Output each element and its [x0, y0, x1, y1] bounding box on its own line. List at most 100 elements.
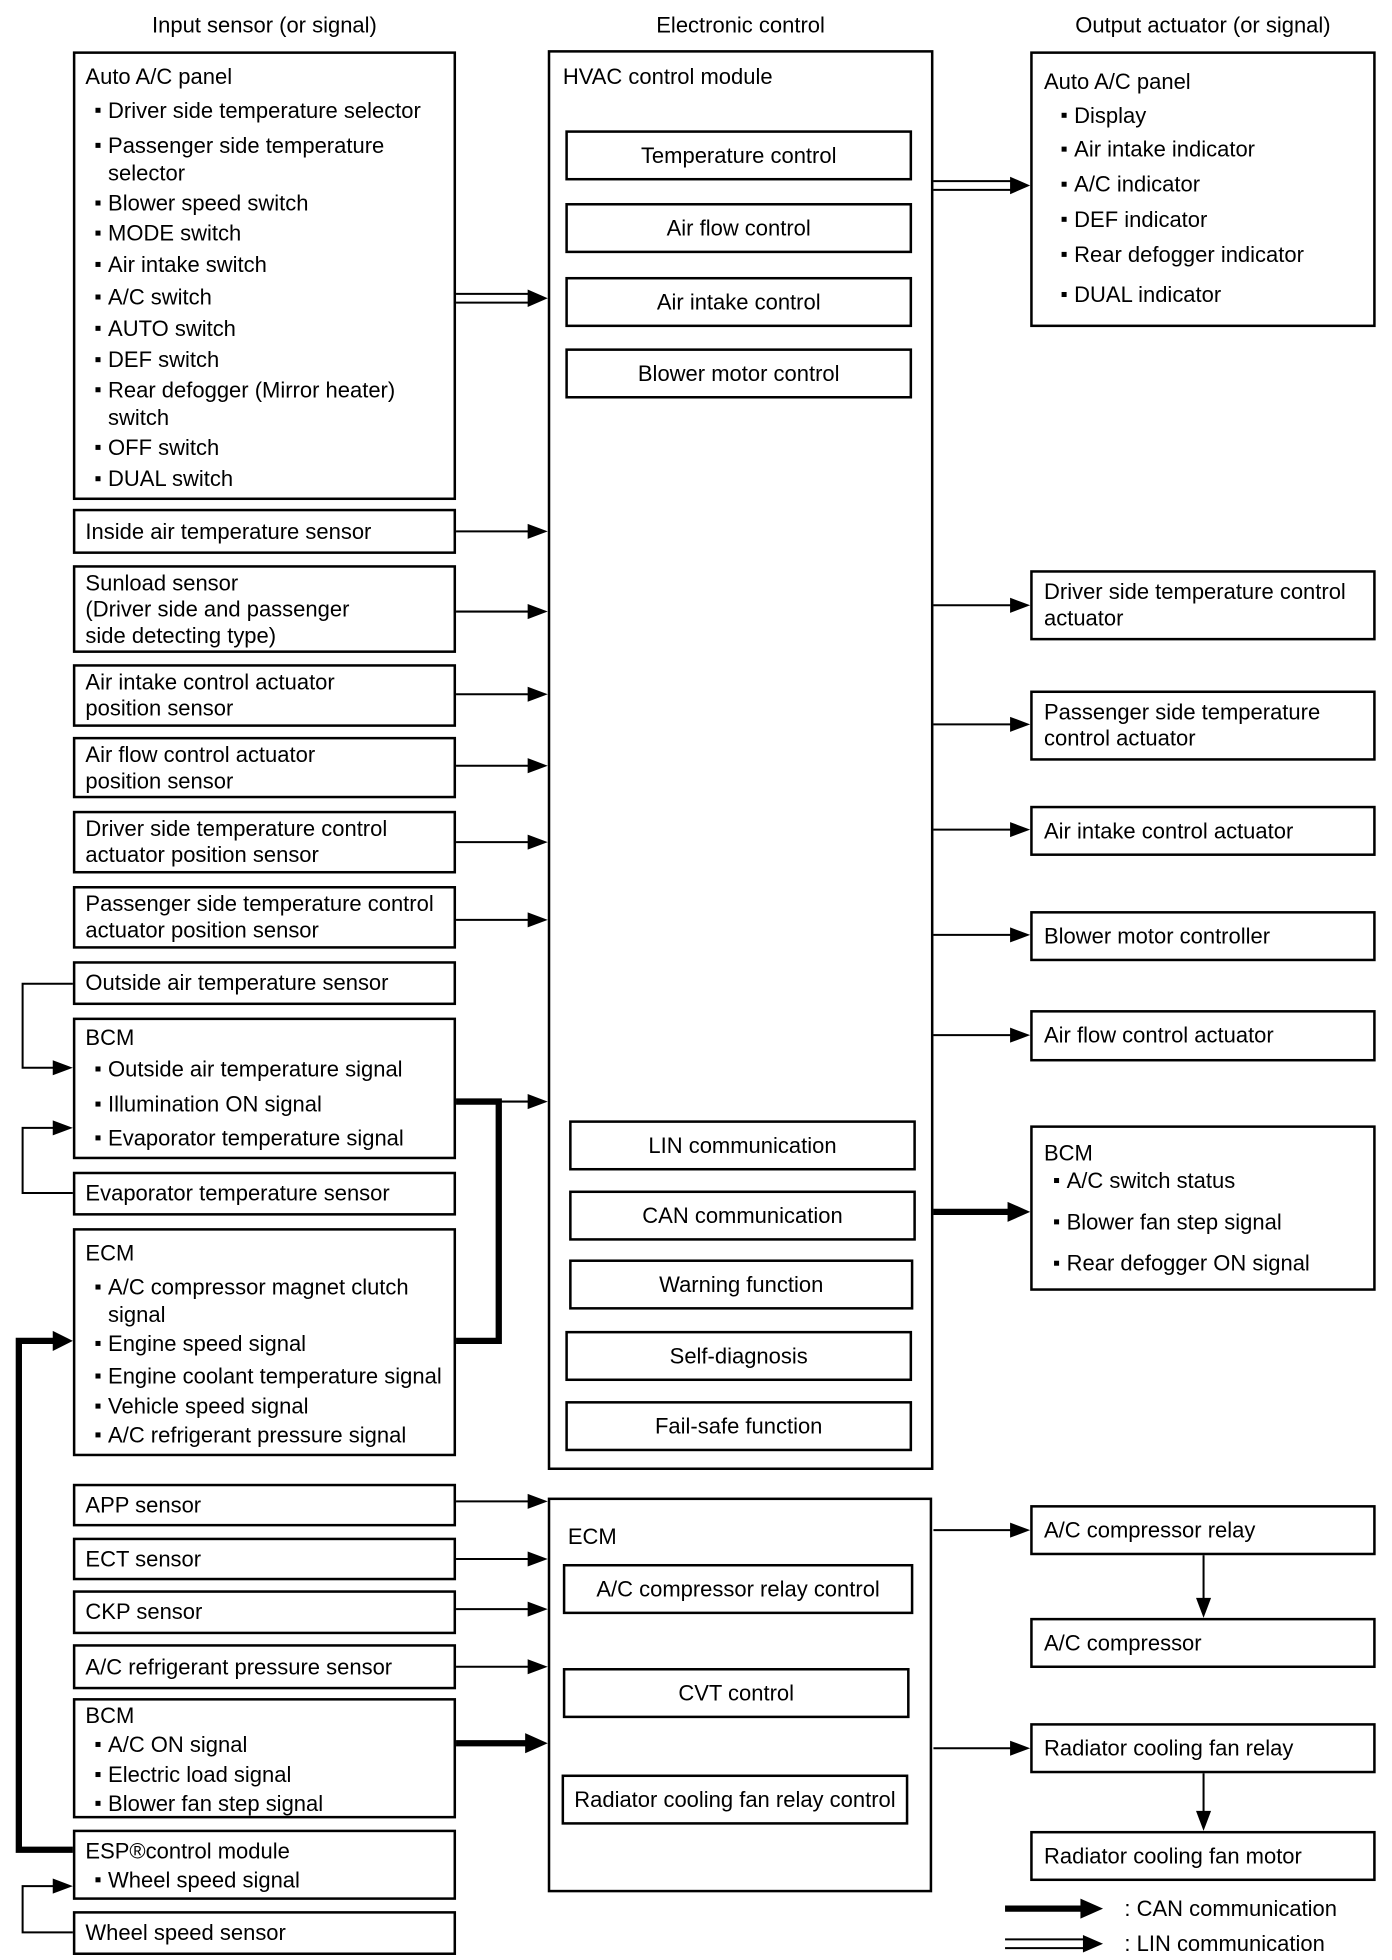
function-air-intake-control: Air intake control	[565, 276, 913, 328]
air-intake-position-sensor: Air intake control actuator position sen…	[72, 664, 457, 727]
list-item: Blower speed switch	[95, 190, 309, 216]
box-label: Wheel speed sensor	[85, 1919, 286, 1945]
list-item: Rear defogger (Mirror heater) switch	[95, 377, 396, 430]
function-blower-motor-control: Blower motor control	[565, 348, 913, 399]
passenger-temp-position-sensor: Passenger side temperature control actua…	[72, 886, 457, 949]
sunload-sensor: Sunload sensor (Driver side and passenge…	[72, 565, 457, 653]
function-warning: Warning function	[569, 1259, 914, 1310]
box-label: Air flow control actuator position senso…	[85, 741, 316, 793]
list-item: AUTO switch	[95, 315, 236, 341]
box-title: ECM	[85, 1240, 135, 1266]
arrow-bcm-ecm-to-hvac	[498, 1094, 548, 1110]
list-item: Evaporator temperature signal	[95, 1125, 404, 1151]
can-arrow-esp-to-ecm	[15, 1330, 73, 1853]
ac-compressor-relay: A/C compressor relay	[1030, 1505, 1376, 1556]
arrow-ect-to-ecm	[456, 1551, 548, 1567]
arrow-sunload-to-hvac	[456, 604, 548, 620]
list-item: DUAL indicator	[1061, 281, 1222, 308]
input-bcm-2: BCM A/C ON signal Electric load signal B…	[72, 1698, 457, 1819]
outside-air-temp-sensor: Outside air temperature sensor	[72, 961, 457, 1006]
arrow-hvac-to-air-intake-actuator	[933, 822, 1031, 838]
refrigerant-pressure-sensor: A/C refrigerant pressure sensor	[72, 1644, 457, 1690]
legend-can-symbol	[1005, 1898, 1104, 1919]
list-item: A/C compressor magnet clutch signal	[95, 1274, 409, 1328]
header-control: Electronic control	[656, 12, 825, 38]
arrow-hvac-to-driver-actuator	[933, 597, 1031, 613]
list-item: DEF switch	[95, 347, 220, 373]
lin-arrow-hvac-to-panel	[933, 176, 1031, 195]
arrow-driver-temp-pos-to-hvac	[456, 834, 548, 850]
air-flow-actuator: Air flow control actuator	[1030, 1010, 1376, 1062]
arrow-hvac-to-passenger-actuator	[933, 716, 1031, 732]
box-label: A/C refrigerant pressure sensor	[85, 1653, 393, 1679]
legend-lin-symbol	[1005, 1934, 1104, 1953]
box-title: Auto A/C panel	[1044, 68, 1191, 94]
inside-air-temp-sensor: Inside air temperature sensor	[72, 508, 457, 554]
can-bus-bcm-ecm	[456, 1098, 502, 1345]
arrow-evaporator-to-bcm	[21, 1120, 73, 1195]
arrow-passenger-temp-pos-to-hvac	[456, 912, 548, 928]
can-arrow-bcm-to-ecm	[456, 1733, 548, 1754]
box-title: ESP®control module	[85, 1838, 290, 1864]
arrow-wheel-speed-to-esp	[21, 1878, 73, 1934]
box-label: APP sensor	[85, 1491, 202, 1517]
radiator-fan-relay: Radiator cooling fan relay	[1030, 1723, 1376, 1774]
box-label: Air intake control actuator position sen…	[85, 669, 335, 721]
list-item: Air intake switch	[95, 251, 267, 277]
list-item: A/C switch status	[1054, 1167, 1236, 1194]
function-cvt-control: CVT control	[562, 1668, 910, 1719]
wheel-speed-sensor: Wheel speed sensor	[72, 1911, 457, 1955]
arrow-ecm-to-fan-relay	[933, 1740, 1031, 1756]
lin-arrow-panel-to-hvac	[456, 289, 548, 308]
box-label: Sunload sensor (Driver side and passenge…	[85, 569, 350, 648]
arrow-air-flow-pos-to-hvac	[456, 758, 548, 774]
box-label: Inside air temperature sensor	[85, 518, 372, 544]
box-label: Radiator cooling fan motor	[1044, 1842, 1302, 1868]
arrow-refrigerant-to-ecm	[456, 1659, 548, 1675]
arrow-app-to-ecm	[456, 1493, 548, 1509]
box-label: Outside air temperature sensor	[85, 969, 389, 996]
box-title: BCM	[85, 1703, 135, 1729]
list-item: Rear defogger ON signal	[1054, 1250, 1310, 1276]
legend-can-label: : CAN communication	[1124, 1896, 1338, 1922]
list-item: Outside air temperature signal	[95, 1056, 403, 1082]
blower-motor-controller: Blower motor controller	[1030, 911, 1376, 962]
box-label: Passenger side temperature control actua…	[85, 891, 434, 943]
function-fail-safe: Fail-safe function	[565, 1401, 913, 1452]
app-sensor: APP sensor	[72, 1483, 457, 1527]
ckp-sensor: CKP sensor	[72, 1590, 457, 1635]
input-auto-ac-panel: Auto A/C panel Driver side temperature s…	[72, 51, 457, 501]
function-can-communication: CAN communication	[569, 1190, 916, 1241]
list-item: Engine coolant temperature signal	[95, 1363, 442, 1389]
box-title: ECM	[567, 1523, 617, 1549]
function-temperature-control: Temperature control	[565, 130, 913, 181]
legend-lin-label: : LIN communication	[1124, 1931, 1325, 1957]
input-ecm: ECM A/C compressor magnet clutch signal …	[72, 1228, 457, 1457]
box-title: BCM	[1044, 1140, 1093, 1166]
arrow-ckp-to-ecm	[456, 1601, 548, 1617]
box-label: Passenger side temperature control actua…	[1044, 699, 1321, 751]
arrow-ecm-to-compressor-relay	[933, 1522, 1031, 1538]
arrow-fan-relay-to-fan-motor	[1196, 1773, 1212, 1831]
box-title: HVAC control module	[562, 63, 773, 89]
function-self-diagnosis: Self-diagnosis	[565, 1330, 913, 1382]
arrow-outside-air-to-bcm	[21, 982, 73, 1076]
function-lin-communication: LIN communication	[569, 1120, 916, 1171]
output-bcm: BCM A/C switch status Blower fan step si…	[1030, 1125, 1376, 1291]
list-item: A/C switch	[95, 284, 212, 310]
arrow-air-intake-pos-to-hvac	[456, 686, 548, 702]
box-label: Driver side temperature control actuator…	[85, 815, 388, 868]
hvac-control-module: HVAC control module Temperature control …	[547, 50, 934, 1471]
list-item: Passenger side temperature selector	[95, 132, 385, 186]
air-flow-position-sensor: Air flow control actuator position senso…	[72, 736, 457, 799]
list-item: DEF indicator	[1061, 206, 1208, 232]
can-arrow-hvac-to-bcm	[933, 1201, 1031, 1222]
list-item: Vehicle speed signal	[95, 1393, 309, 1419]
ecm-control-module: ECM A/C compressor relay control CVT con…	[547, 1497, 933, 1893]
list-item: Air intake indicator	[1061, 136, 1256, 162]
input-bcm: BCM Outside air temperature signal Illum…	[72, 1017, 457, 1160]
list-item: Electric load signal	[95, 1761, 292, 1788]
box-label: A/C compressor	[1044, 1629, 1202, 1655]
